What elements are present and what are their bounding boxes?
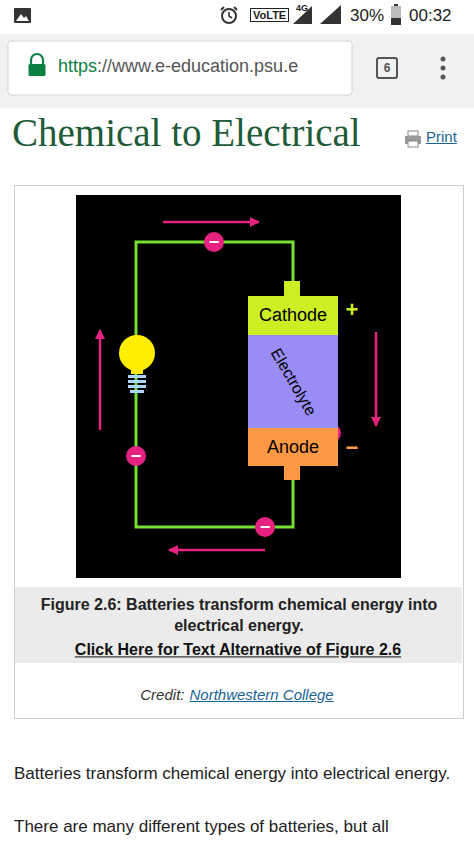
electron: −	[126, 446, 146, 466]
layer-label: Anode	[267, 437, 319, 458]
flow-arrow	[163, 221, 259, 224]
positive-terminal	[284, 281, 300, 296]
layer-label: Electrolyte	[267, 345, 320, 419]
clock: 00:32	[409, 6, 452, 26]
network-badge: VoLTE	[250, 8, 289, 22]
battery-percent: 30%	[350, 6, 384, 26]
electron: −	[204, 232, 224, 252]
diagram-background	[76, 195, 401, 578]
electrolyte-layer: Electrolyte	[248, 335, 338, 428]
flow-arrow	[169, 549, 265, 552]
credit-link: Northwestern College	[189, 686, 333, 704]
terminal-sign: +	[346, 297, 359, 323]
text-alternative-link: Click Here for Text Alternative of Figur…	[75, 640, 401, 659]
network-type: 4G	[296, 3, 308, 14]
tab-count: 6	[384, 61, 391, 75]
figure-frame	[15, 186, 464, 719]
lock-icon	[29, 54, 46, 76]
flow-arrow	[99, 330, 102, 430]
status-bar	[0, 0, 474, 34]
cathode-layer: Cathode	[248, 296, 338, 335]
gallery-icon	[14, 8, 31, 23]
body-text: Batteries transform chemical energy into…	[14, 764, 450, 784]
flow-arrow	[375, 332, 378, 426]
figure-caption: Figure 2.6: Batteries transform chemical…	[24, 594, 454, 636]
url-box	[8, 41, 352, 95]
credit-label: Credit:	[140, 686, 184, 704]
print-link: Print	[426, 128, 457, 146]
page-heading: Chemical to Electrical	[12, 110, 361, 155]
light-bulb	[119, 335, 155, 393]
signal-icon	[320, 5, 341, 24]
anode-layer: Anode	[248, 428, 338, 466]
caption-band	[15, 587, 462, 663]
alarm-icon	[221, 7, 237, 23]
negative-terminal	[284, 466, 300, 480]
url-text: ://www.e-education.psu.e	[97, 56, 298, 78]
terminal-sign: −	[346, 435, 359, 461]
battery-icon	[391, 4, 401, 25]
address-bar-ground	[0, 34, 474, 108]
electron: −	[255, 517, 275, 537]
url-scheme: https	[58, 56, 97, 78]
layer-label: Cathode	[259, 305, 327, 326]
print-icon	[405, 131, 421, 147]
body-text: There are many different types of batter…	[14, 817, 389, 837]
tab-count-box	[377, 58, 397, 78]
menu-icon	[441, 57, 446, 80]
